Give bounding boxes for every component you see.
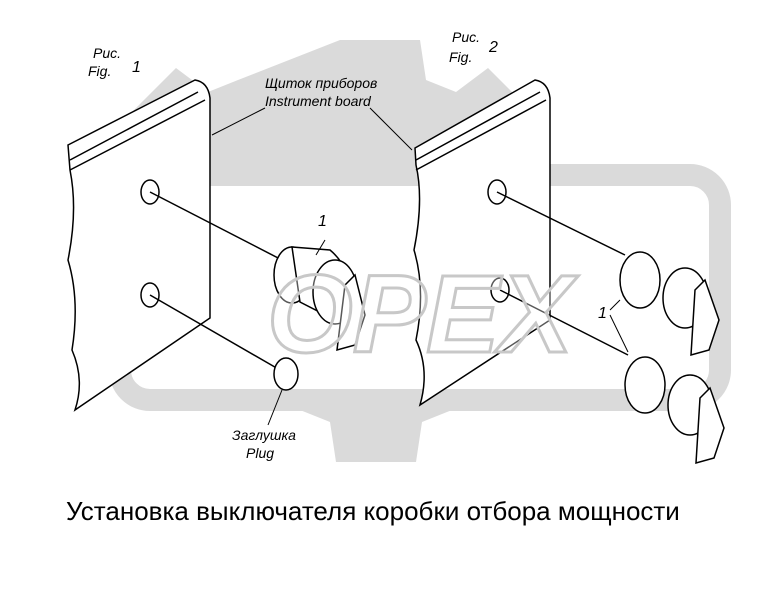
instrument-board-fig1 [67,79,211,412]
plug-label-en: Plug [246,445,274,461]
instrument-board-label-ru: Щиток приборов [265,75,377,91]
switches-fig2 [496,191,725,465]
plug [273,357,299,391]
callout-1-fig1: 1 [318,213,327,230]
fig1-number: 1 [132,59,141,76]
instrument-board-fig2 [413,79,551,407]
fig2-label-en: Fig. [449,49,472,65]
leader-lines [211,107,629,426]
diagram-title: Установка выключателя коробки отбора мощ… [66,496,680,526]
fig2-number: 2 [488,39,498,56]
fig1-label-en: Fig. [88,63,111,79]
fig2-label-ru: Рис. [452,29,480,45]
callout-1-fig2: 1 [598,305,607,322]
switch-fig1 [149,191,366,391]
watermark-text: OPEX [267,253,578,376]
plug-label-ru: Заглушка [232,427,296,443]
fig1-label-ru: Рис. [93,45,121,61]
instrument-board-label-en: Instrument board [265,93,372,109]
